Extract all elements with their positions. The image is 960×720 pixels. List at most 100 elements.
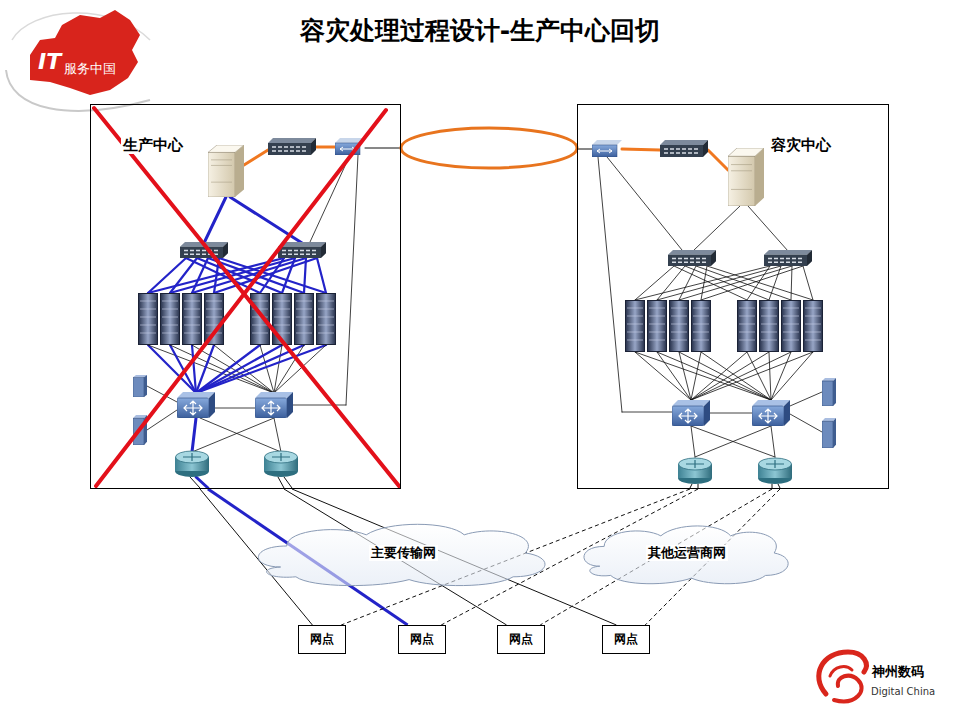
cable (278, 477, 284, 488)
cable (316, 146, 335, 149)
node-label: 容灾中心 (769, 136, 833, 154)
mainframe-server (208, 145, 244, 197)
cable (710, 413, 752, 414)
small-server (133, 375, 147, 397)
title-bar: 容灾处理过程设计-生产中心回切 (0, 14, 960, 47)
cable (790, 414, 822, 432)
storage-device (268, 138, 316, 155)
cable (346, 155, 358, 405)
cable (293, 405, 346, 406)
cable (196, 345, 282, 393)
cable (215, 408, 255, 409)
node-label: 其他运营商网 (646, 545, 728, 561)
company-name: 神州数码 (872, 664, 924, 679)
cable (690, 484, 692, 488)
cable (578, 149, 592, 150)
cable (791, 266, 792, 300)
node-label: 网点 (310, 632, 334, 646)
cable (701, 266, 803, 300)
storage-rack (648, 301, 667, 352)
cable (192, 418, 274, 452)
cable (771, 352, 791, 400)
storage-device (660, 140, 708, 157)
storage-rack (139, 294, 158, 345)
small-server (822, 418, 836, 448)
storage-rack (183, 294, 202, 345)
router (175, 451, 209, 477)
cable (635, 266, 770, 300)
cable (691, 426, 775, 457)
mainframe-server (728, 148, 764, 206)
storage-rack (626, 301, 645, 352)
failure-cross (94, 108, 399, 486)
router (678, 458, 712, 484)
cable (260, 258, 284, 293)
cable (790, 392, 822, 406)
cable (778, 484, 780, 488)
cable (701, 352, 771, 400)
logo-swirl (819, 652, 867, 694)
branch-box: 网点 (497, 625, 545, 654)
storage-rack (273, 294, 292, 345)
san-switch (668, 250, 716, 266)
router (264, 451, 298, 477)
cable (284, 477, 292, 488)
cable (771, 426, 775, 457)
cable (274, 418, 281, 452)
node-label: 网点 (509, 632, 533, 646)
logo-swirl (834, 676, 862, 702)
cable (657, 266, 685, 300)
cable (769, 266, 781, 300)
cable (214, 345, 274, 393)
cable (622, 412, 672, 413)
core-switch (255, 392, 293, 418)
label-holder: 神州数码 (872, 661, 924, 680)
core-switch (177, 392, 215, 418)
storage-rack (782, 301, 801, 352)
cable (365, 148, 400, 149)
logo-text: 服务中国 (64, 61, 116, 76)
cable (196, 477, 208, 488)
node-label: 主要传输网 (369, 545, 438, 561)
cable (204, 197, 226, 243)
cable (769, 352, 771, 400)
network-cloud: 其他运营商网 (578, 520, 796, 586)
cable (691, 352, 813, 400)
storage-rack (295, 294, 314, 345)
cable (747, 266, 770, 300)
cable (282, 258, 295, 293)
cable (747, 352, 771, 400)
cable (685, 266, 769, 300)
storage-rack (804, 301, 823, 352)
cable (698, 484, 699, 488)
cloud-outline (258, 524, 545, 585)
cable (196, 345, 304, 393)
cable (317, 258, 326, 293)
storage-rack (205, 294, 224, 345)
cable (708, 150, 728, 170)
cable (274, 345, 282, 393)
site-box: 生产中心 (90, 104, 401, 489)
cable-group (147, 147, 822, 488)
network-switch (592, 140, 622, 157)
cable (696, 266, 791, 300)
logo-map (30, 10, 140, 95)
cloud-outline (584, 526, 788, 584)
node-label: 网点 (410, 632, 434, 646)
network-link (401, 128, 577, 168)
cable (607, 157, 682, 250)
storage-rack (317, 294, 336, 345)
cable (679, 352, 691, 400)
label-holder: 服务中国 (64, 58, 116, 77)
cable (192, 345, 196, 393)
branch-box: 网点 (298, 625, 346, 654)
cable (691, 352, 747, 400)
storage-rack (161, 294, 180, 345)
cable (622, 149, 660, 150)
small-server (822, 378, 836, 406)
cable (244, 150, 268, 165)
site-box: 容灾中心 (577, 104, 889, 489)
cable (772, 484, 773, 488)
cable (657, 266, 781, 300)
